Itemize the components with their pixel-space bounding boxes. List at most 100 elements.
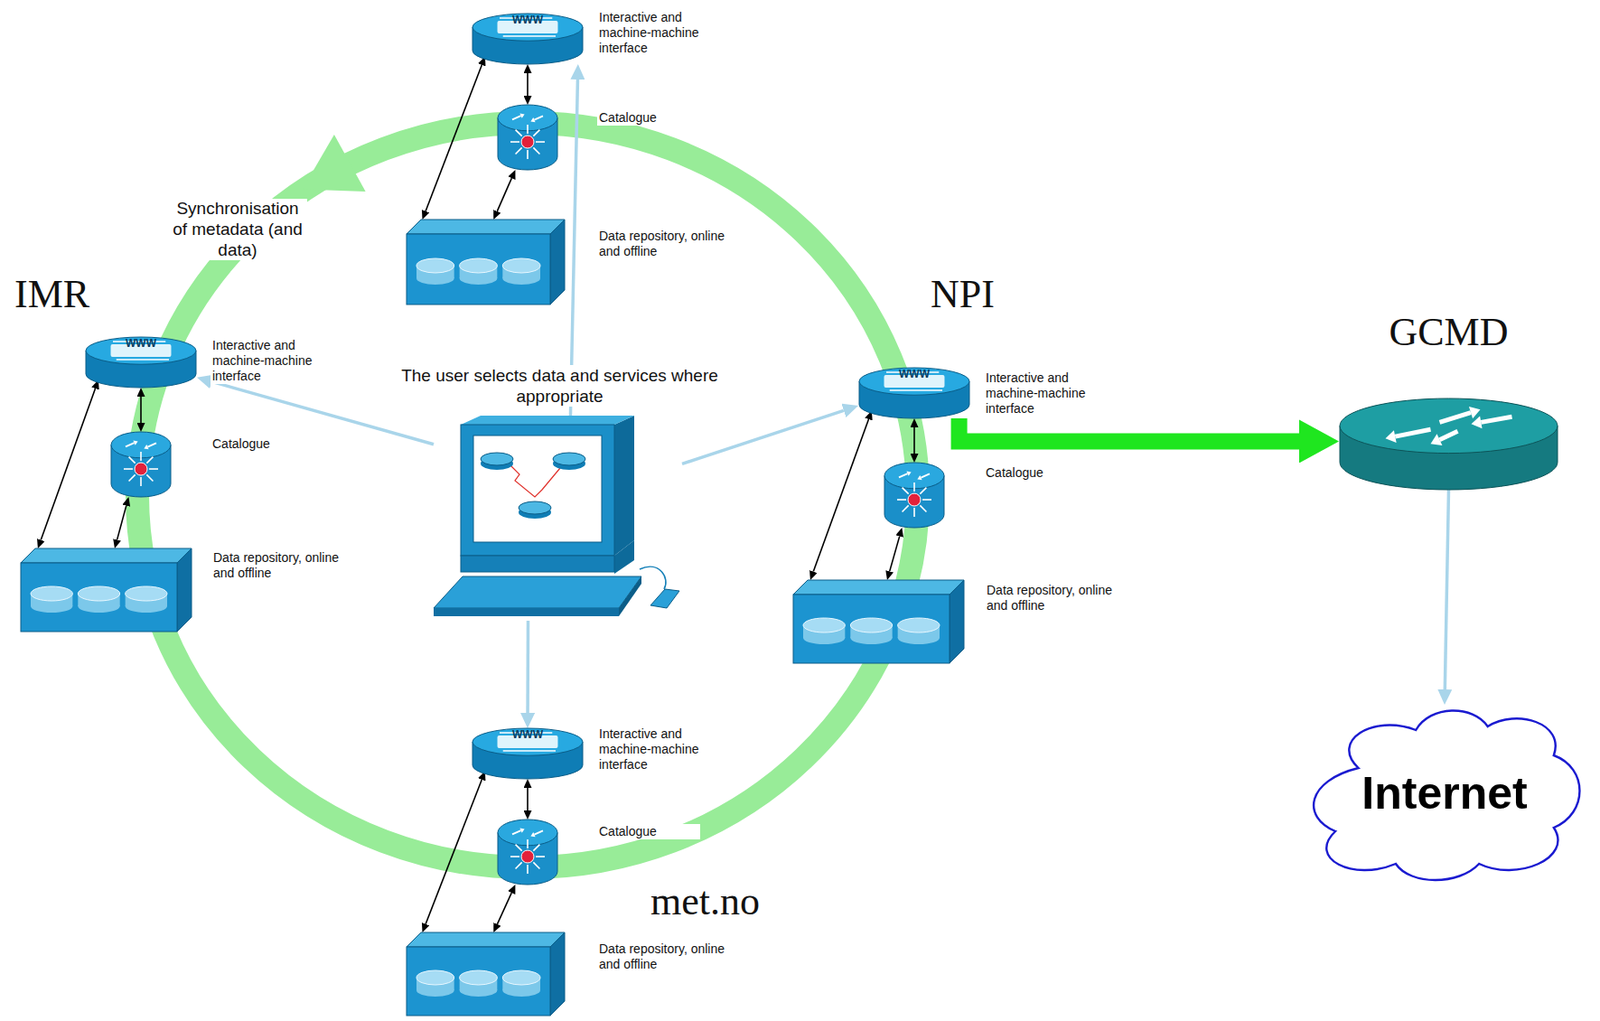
access-arrow <box>682 410 844 464</box>
data-repository-icon <box>793 580 964 664</box>
icon-arrow <box>512 115 522 120</box>
icon-arrow <box>533 115 543 120</box>
catalogue-spoke <box>515 861 523 869</box>
device-label: The user selects data and services where… <box>392 364 727 407</box>
screen-link <box>505 460 561 497</box>
repo-front <box>793 594 950 664</box>
catalogue-spoke <box>146 474 153 481</box>
gcmd-router-icon <box>1338 398 1559 490</box>
cylinder-top <box>472 13 583 41</box>
monitor-screen <box>473 435 602 543</box>
repo-side <box>949 580 964 664</box>
icon-arrowhead <box>1385 430 1397 443</box>
catalogue-spoke <box>533 130 540 137</box>
disk-top <box>416 258 455 273</box>
icon-arrow <box>533 830 543 834</box>
link-arrow <box>140 396 142 423</box>
catalogue-spoke <box>535 140 545 143</box>
internet-cloud: Internet <box>1300 704 1589 886</box>
screen-router <box>552 452 586 466</box>
disk-top <box>77 586 120 601</box>
mouse <box>650 589 680 609</box>
icon-arrowhead <box>519 828 524 833</box>
catalogue-switch: Catalogue <box>496 104 559 170</box>
data-repository-icon <box>406 219 565 305</box>
disk-base <box>898 631 940 645</box>
site-name: NPI <box>928 271 997 319</box>
disk-base <box>502 983 541 997</box>
device-label: Interactive and machine-machine interfac… <box>983 370 1104 417</box>
disk-base <box>416 983 455 997</box>
catalogue-switch: Catalogue <box>883 462 946 528</box>
icon-arrow <box>920 473 930 478</box>
catalogue-spoke <box>919 487 927 495</box>
disk-base <box>459 271 498 285</box>
catalogue-spoke <box>535 855 545 858</box>
web-interface-router: WWWInteractive and machine-machine inter… <box>84 336 197 388</box>
disk-top <box>803 617 845 633</box>
www-stripe <box>116 358 169 361</box>
disk-top <box>898 617 940 633</box>
link-arrow <box>425 779 482 925</box>
repo-top <box>793 580 964 595</box>
www-stripe <box>503 35 556 38</box>
catalogue-spoke <box>526 864 529 874</box>
keyboard <box>433 576 642 609</box>
link-arrow <box>496 892 512 925</box>
catalogue-spoke <box>526 149 529 160</box>
catalogue-spoke <box>515 844 523 852</box>
icon-arrow <box>512 830 522 834</box>
disk-top <box>502 258 541 273</box>
icon-arrow <box>147 442 157 447</box>
disk-base <box>502 271 541 285</box>
mouse-cable <box>639 566 666 590</box>
disk-base <box>30 599 73 613</box>
catalogue-switch: Catalogue <box>110 431 172 497</box>
monitor-top <box>460 415 635 425</box>
icon-arrow <box>1480 416 1512 422</box>
icon-arrow <box>1394 429 1431 437</box>
link-arrow <box>496 177 512 212</box>
disk-base <box>77 599 120 613</box>
sync-ring-arrowhead <box>302 134 366 192</box>
catalogue-dot <box>907 493 921 506</box>
catalogue-spoke <box>149 467 159 470</box>
catalogue-spoke <box>919 505 927 512</box>
device-label: Data repository, online and offline <box>211 550 342 581</box>
repo-top <box>20 548 192 563</box>
repo-side <box>177 548 192 632</box>
device-label: Interactive and machine-machine interfac… <box>597 9 717 57</box>
keyboard-edge <box>433 608 619 617</box>
repo-top <box>406 932 565 947</box>
access-arrow <box>1444 489 1449 690</box>
site-name: IMR <box>12 271 92 319</box>
gcmd-router: GCMD <box>1338 398 1559 490</box>
catalogue-spoke <box>922 498 932 501</box>
device-label: Data repository, online and offline <box>597 941 728 973</box>
icon-arrow <box>1439 430 1458 440</box>
disk-top <box>850 617 892 633</box>
icon-arrowhead <box>530 832 535 837</box>
disk-base <box>459 983 498 997</box>
data-repository: Data repository, online and offline <box>20 548 192 632</box>
data-repository-icon <box>406 932 565 1016</box>
link-arrow <box>889 536 900 572</box>
device-label: Catalogue <box>597 823 701 840</box>
repo-side <box>550 219 565 305</box>
link-arrow <box>526 73 529 96</box>
device-label: Data repository, online and offline <box>984 582 1115 614</box>
catalogue-spoke <box>129 474 136 481</box>
harvest-arrow <box>959 418 1300 441</box>
device-label: Interactive and machine-machine interfac… <box>597 726 717 773</box>
sync-note: Synchronisation of metadata (and data) <box>168 198 308 261</box>
icon-arrowhead <box>916 475 922 480</box>
disk-base <box>416 271 455 285</box>
screen-router <box>518 501 552 515</box>
repo-front <box>406 946 551 1016</box>
cylinder-top <box>859 367 970 395</box>
repo-front <box>406 233 551 305</box>
cloud-outline <box>1313 710 1580 880</box>
icon-label: WWW <box>898 367 930 382</box>
icon-arrowhead <box>143 444 149 450</box>
